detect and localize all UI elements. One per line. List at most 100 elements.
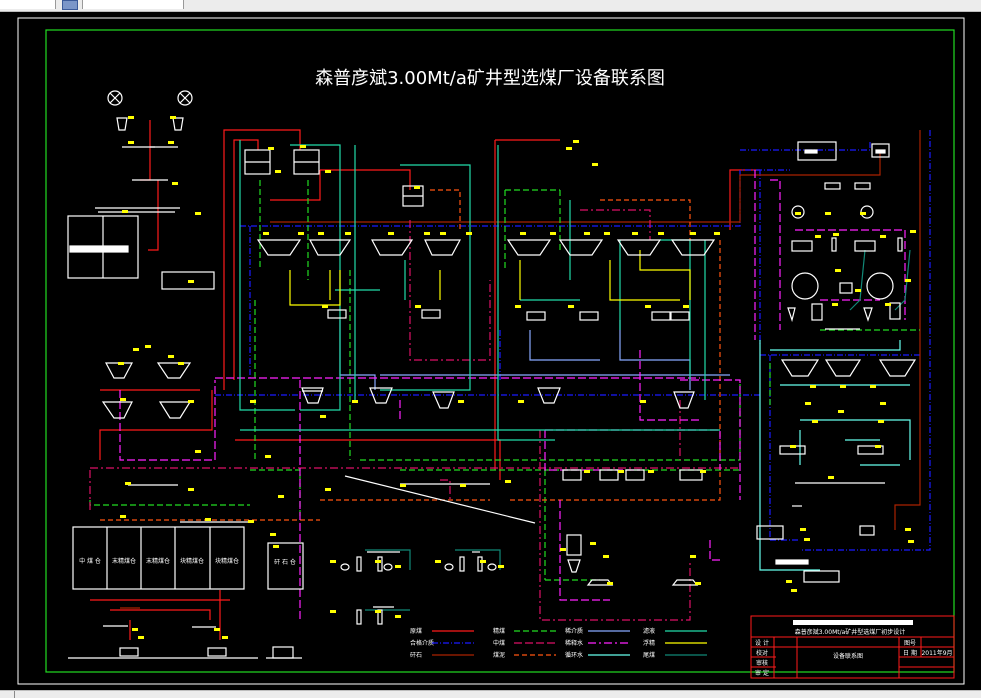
equipment-tag xyxy=(195,212,201,215)
toolbar-field-left[interactable] xyxy=(0,0,56,9)
legend-label: 煤泥 xyxy=(493,651,505,659)
middlings-lines xyxy=(89,209,740,621)
dilute-medium-lines xyxy=(339,320,730,390)
equipment-tag xyxy=(584,232,590,235)
bin-label: 块精煤仓 xyxy=(215,557,239,565)
equipment-tag xyxy=(145,345,151,348)
project-name: 森普彦斌3.00Mt/a矿井型选煤厂初步设计 xyxy=(795,628,906,636)
equipment-tag xyxy=(875,445,881,448)
status-divider xyxy=(14,691,15,698)
equipment-tag xyxy=(835,269,841,272)
drawing-view-icon[interactable] xyxy=(62,0,78,10)
equipment-tag xyxy=(188,488,194,491)
equipment-tag xyxy=(786,580,792,583)
equipment-tag xyxy=(805,402,811,405)
equipment-tag xyxy=(690,555,696,558)
equipment xyxy=(67,90,917,659)
equipment-tag xyxy=(648,470,654,473)
equipment-tag xyxy=(300,145,306,148)
drawing-canvas[interactable]: 森普彦斌3.00Mt/a矿井型选煤厂设备联系图 xyxy=(0,11,981,690)
equipment-tag xyxy=(573,140,579,143)
equipment-tag xyxy=(714,232,720,235)
drawing-number-label: 图号 xyxy=(904,640,916,647)
equipment-tag xyxy=(318,232,324,235)
equipment-tag xyxy=(128,141,134,144)
equipment-tag xyxy=(168,355,174,358)
equipment-tag xyxy=(910,230,916,233)
equipment-tag xyxy=(320,415,326,418)
equipment-tag xyxy=(248,520,254,523)
legend-label: 中煤 xyxy=(493,639,505,647)
equipment-tag xyxy=(878,420,884,423)
equipment-tag xyxy=(298,232,304,235)
equipment-tag xyxy=(188,400,194,403)
heavy-medium-cyclones xyxy=(244,149,424,207)
equipment-tag xyxy=(460,484,466,487)
feeder-left xyxy=(107,90,193,181)
filter-presses xyxy=(566,534,699,586)
reviewer-label: 审核 xyxy=(756,659,768,667)
equipment-tag xyxy=(325,488,331,491)
equipment-tag xyxy=(498,565,504,568)
legend-label: 精煤 xyxy=(493,627,505,635)
date-value: 2011年9月 xyxy=(921,649,952,657)
equipment-tag xyxy=(128,116,134,119)
equipment-tag xyxy=(880,402,886,405)
toolbar-field-right[interactable] xyxy=(82,0,184,9)
equipment-tag xyxy=(905,279,911,282)
equipment-tag xyxy=(566,147,572,150)
equipment-tag xyxy=(414,186,420,189)
equipment-tag xyxy=(812,420,818,423)
dense-medium-lines xyxy=(215,130,931,551)
slime-lines xyxy=(100,189,721,521)
equipment-tag xyxy=(120,398,126,401)
equipment-tag xyxy=(214,628,220,631)
designer-label: 设 计 xyxy=(755,639,769,647)
approver-label: 审 定 xyxy=(755,669,769,677)
equipment-tag xyxy=(700,470,706,473)
bin-labels: 中 煤 仓 末精煤仓 末精煤仓 块精煤仓 块精煤仓 矸 石 仓 xyxy=(79,557,296,566)
equipment-tag xyxy=(584,470,590,473)
equipment-tag xyxy=(352,400,358,403)
equipment-tag xyxy=(603,555,609,558)
equipment-tag xyxy=(590,542,596,545)
legend-label: 原煤 xyxy=(410,627,422,635)
equipment-tag xyxy=(395,615,401,618)
equipment-tag xyxy=(592,163,598,166)
equipment-tag xyxy=(178,362,184,365)
bin-label: 末精煤仓 xyxy=(146,557,170,565)
equipment-tag xyxy=(870,385,876,388)
equipment-tag xyxy=(188,280,194,283)
equipment-tag xyxy=(270,533,276,536)
equipment-tag xyxy=(840,385,846,388)
equipment-tag xyxy=(415,305,421,308)
inner-frame xyxy=(45,29,955,673)
equipment-tag xyxy=(122,210,128,213)
flotation-cells xyxy=(562,469,703,481)
equipment-tag xyxy=(375,560,381,563)
equipment-tag xyxy=(435,560,441,563)
equipment-tag xyxy=(268,147,274,150)
equipment-tag xyxy=(278,495,284,498)
tailings-lines xyxy=(365,249,911,611)
bin-label: 块精煤仓 xyxy=(180,557,204,565)
equipment-tag xyxy=(683,305,689,308)
viewer-toolbar xyxy=(0,0,981,12)
equipment-tag xyxy=(265,455,271,458)
water-lines xyxy=(119,170,906,620)
equipment-tag xyxy=(515,305,521,308)
equipment-tag xyxy=(172,182,178,185)
pumps-bottom xyxy=(340,551,497,625)
classifying-screens-left xyxy=(101,362,192,486)
product-bins xyxy=(68,521,304,659)
equipment-tag xyxy=(825,212,831,215)
equipment-tag xyxy=(273,545,279,548)
desliming-screens xyxy=(256,239,716,256)
equipment-tag xyxy=(222,636,228,639)
drawing-name: 设备联系图 xyxy=(833,652,863,660)
control-panel xyxy=(161,271,215,290)
equipment-tag xyxy=(880,235,886,238)
equipment-tag xyxy=(170,116,176,119)
equipment-tag xyxy=(275,170,281,173)
